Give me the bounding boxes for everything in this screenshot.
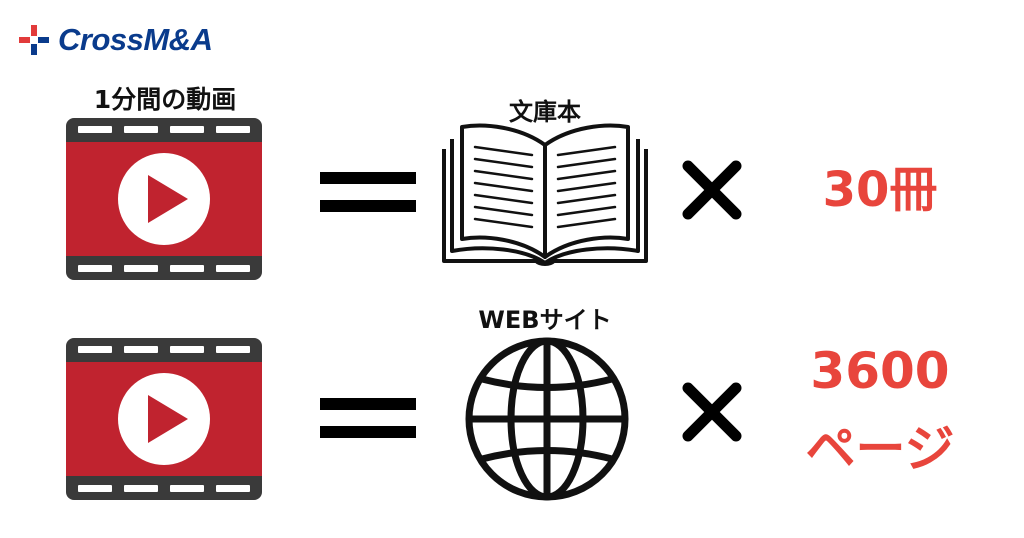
video-film-icon (66, 338, 262, 500)
video-film-icon (66, 118, 262, 280)
equals-icon (320, 398, 416, 438)
video-label: 1分間の動画 (93, 85, 237, 114)
brand-logo: CrossM&A (16, 20, 213, 60)
open-book-icon (442, 123, 648, 266)
multiply-icon (682, 160, 742, 220)
book-count-value: 30冊 (822, 162, 938, 218)
cross-logo-icon (19, 25, 49, 55)
equals-icon (320, 172, 416, 212)
globe-icon (465, 337, 629, 501)
website-label: WEBサイト (478, 306, 612, 334)
book-label: 文庫本 (509, 98, 581, 126)
brand-name: CrossM&A (58, 22, 213, 57)
page-count-number: 3600 (810, 342, 950, 400)
multiply-icon (682, 382, 742, 442)
page-count-unit: ページ (805, 420, 955, 478)
